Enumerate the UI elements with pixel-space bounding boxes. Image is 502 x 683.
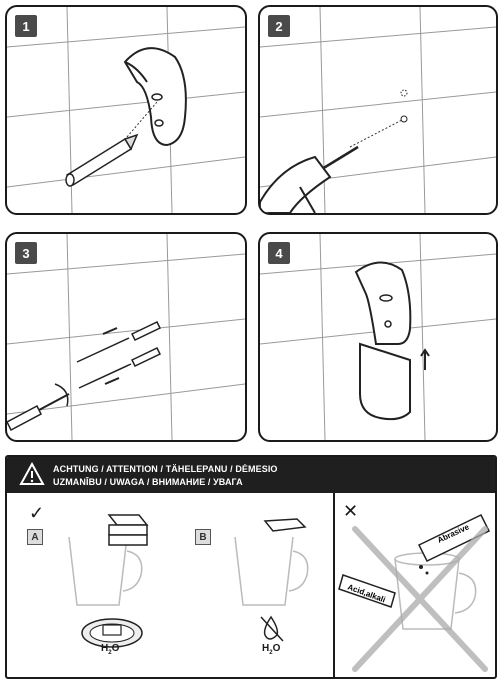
option-b-label: B: [195, 529, 211, 545]
warning-header: ACHTUNG / ATTENTION / TÄHELEPANU / DĖMES…: [7, 457, 495, 493]
no-water-icon: [260, 615, 284, 642]
check-icon: ✓: [29, 503, 45, 523]
drill-icon: [260, 145, 359, 213]
step-3-panel: 3: [5, 232, 247, 442]
step-number: 4: [268, 242, 290, 264]
care-illustrations: [68, 514, 309, 648]
step-1-illustration: [7, 7, 245, 213]
step-1-panel: 1: [5, 5, 247, 215]
step-4-illustration: [260, 234, 496, 440]
screwdriver-icon: [7, 383, 70, 432]
warning-title-line1: ACHTUNG / ATTENTION / TÄHELEPANU / DĖMES…: [53, 464, 278, 474]
h2o-label-b: H2O: [262, 643, 281, 656]
h2o-label-a: H2O: [101, 643, 120, 656]
warning-triangle-icon: [19, 462, 45, 485]
cross-icon: ✕: [343, 501, 359, 521]
option-a-label: A: [27, 529, 43, 545]
pencil-icon: [65, 133, 139, 187]
step-4-panel: 4: [258, 232, 498, 442]
warning-title-line2: UZMANĪBU / UWAGA / ВНИМАНИЕ / УВАГА: [53, 477, 243, 487]
sponge-stack-icon: [107, 514, 149, 546]
step-number: 1: [15, 15, 37, 37]
step-2-illustration: [260, 7, 496, 213]
warning-box: ACHTUNG / ATTENTION / TÄHELEPANU / DĖMES…: [5, 455, 497, 679]
step-number: 3: [15, 242, 37, 264]
sponge-icon: [263, 518, 307, 532]
divider: [333, 493, 335, 677]
step-2-panel: 2: [258, 5, 498, 215]
step-number: 2: [268, 15, 290, 37]
prohibited-illustration: Abrasive Acid,alkali: [338, 514, 491, 672]
step-3-illustration: [7, 234, 245, 440]
abrasive-container-icon: Abrasive: [417, 514, 491, 575]
acid-container-icon: Acid,alkali: [338, 574, 396, 608]
